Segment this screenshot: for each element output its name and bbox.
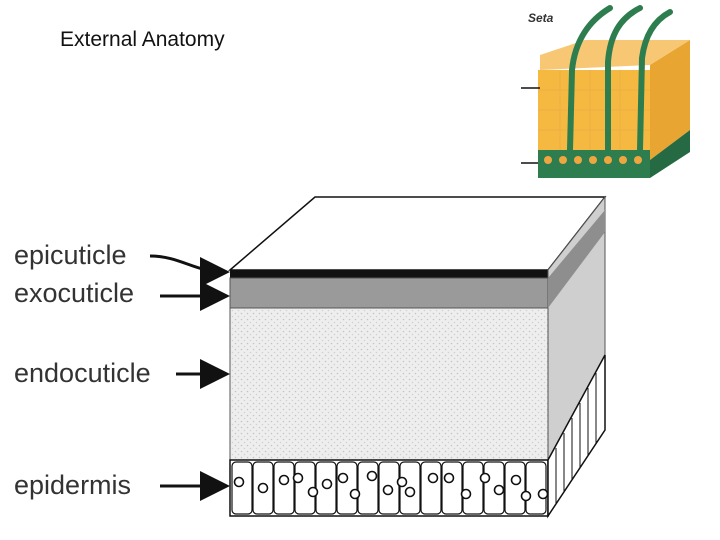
label-epidermis: epidermis	[14, 470, 131, 500]
epidermis-nuclei	[233, 470, 549, 502]
inset-seta-label: Seta	[528, 11, 554, 25]
label-endocuticle: endocuticle	[14, 358, 151, 388]
side-epidermis-cells	[555, 373, 597, 504]
block-right-epidermis	[547, 354, 606, 519]
epicuticle-layer	[230, 270, 548, 278]
inset-epidermis-band	[538, 150, 650, 178]
inset-cells	[544, 156, 642, 164]
inset-grid-lines	[538, 70, 650, 160]
label-exocuticle: exocuticle	[14, 278, 134, 308]
inset-epidermis-side	[650, 130, 690, 178]
inset-front-face	[538, 70, 650, 160]
inset-arrows	[521, 87, 540, 164]
block-right-exocuticle	[548, 210, 605, 308]
inset-side-face	[650, 40, 690, 160]
epidermis-cells	[231, 461, 547, 515]
block-top-face	[227, 196, 607, 271]
label-epicuticle: epicuticle	[14, 240, 127, 270]
endocuticle-layer	[229, 307, 549, 461]
slide-title: External Anatomy	[60, 28, 225, 51]
seta-hairs	[567, 5, 673, 153]
seta-inset-image: Seta	[521, 5, 690, 178]
cuticle-block	[227, 195, 607, 519]
exocuticle-layer	[229, 277, 549, 309]
arrow-epicuticle	[149, 254, 230, 287]
